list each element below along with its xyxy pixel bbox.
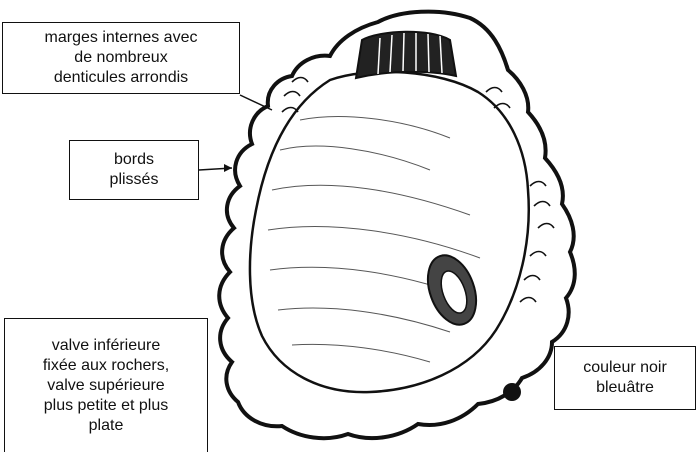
label-line: denticules arrondis xyxy=(54,68,188,88)
label-line: plus petite et plus xyxy=(44,396,169,416)
label-line: plissés xyxy=(110,170,159,190)
shell-outline xyxy=(219,12,575,439)
label-color: couleur noir bleuâtre xyxy=(554,346,696,410)
label-pleated-edges: bords plissés xyxy=(69,140,199,200)
label-line: bords xyxy=(114,150,154,170)
label-line: valve supérieure xyxy=(47,376,164,396)
label-line: couleur noir xyxy=(583,358,667,378)
label-line: plate xyxy=(89,416,124,436)
label-line: fixée aux rochers, xyxy=(43,356,169,376)
dark-spot xyxy=(503,383,521,401)
label-internal-margins: marges internes avec de nombreux denticu… xyxy=(2,22,240,94)
label-line: bleuâtre xyxy=(596,378,654,398)
label-line: de nombreux xyxy=(74,48,167,68)
label-valves: valve inférieure fixée aux rochers, valv… xyxy=(4,318,208,452)
label-line: valve inférieure xyxy=(52,336,161,356)
label-line: marges internes avec xyxy=(45,28,198,48)
